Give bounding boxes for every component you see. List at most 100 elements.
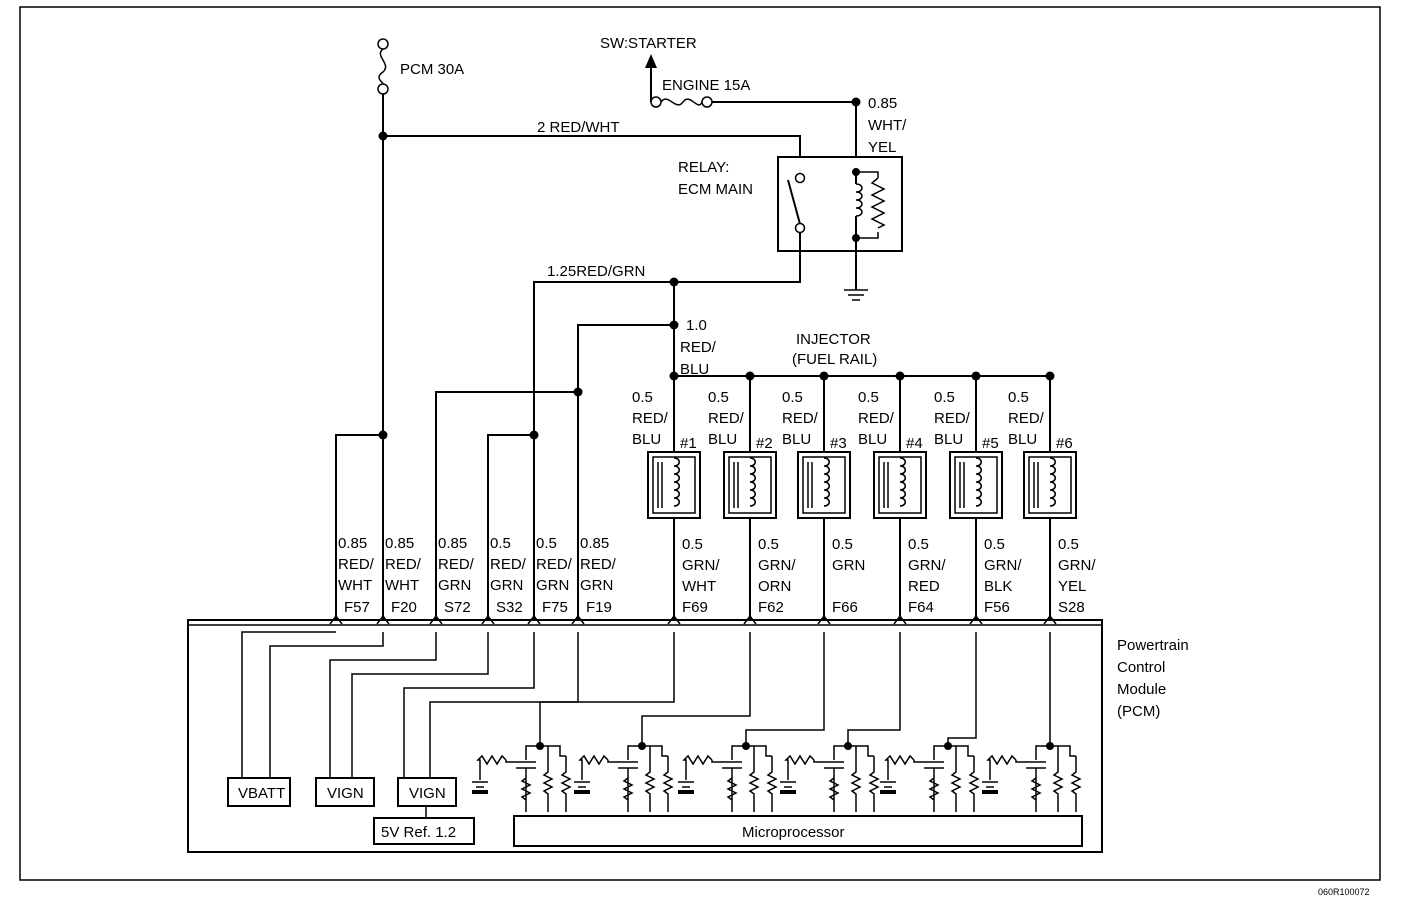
relay-resistor-icon xyxy=(870,177,886,229)
injector-label: INJECTOR (FUEL RAIL) xyxy=(792,331,877,368)
injector-6 xyxy=(1023,451,1077,519)
fuse-engine-label: ENGINE 15A xyxy=(662,77,750,94)
injector-driver-transistor-icon xyxy=(574,745,674,812)
wire-spec-label: BLU xyxy=(858,431,887,448)
wire-spec-label: 0.5 xyxy=(682,536,703,553)
wire-spec-label: BLU xyxy=(632,431,661,448)
wire-spec-label: RED/ xyxy=(438,556,475,573)
wire-125-red-grn xyxy=(533,232,801,620)
wire-spec-label: 0.85 xyxy=(385,535,414,552)
injector-5 xyxy=(949,451,1003,519)
connector-pin-icon xyxy=(743,614,757,625)
pin-label: F57 xyxy=(344,599,370,616)
injector-coil-icon xyxy=(975,457,982,507)
relay-switch-contact xyxy=(787,179,801,225)
wire-spec-label: GRN/ xyxy=(908,557,946,574)
microprocessor-box xyxy=(513,815,1083,847)
injector-driver-transistor-icon xyxy=(780,745,880,812)
injector-id-label: #2 xyxy=(756,435,773,452)
vign-box-2 xyxy=(397,777,457,807)
pin-label: F19 xyxy=(586,599,612,616)
injector-id-label: #5 xyxy=(982,435,999,452)
wire-spec-label: WHT xyxy=(338,577,372,594)
injector-coil-icon xyxy=(749,457,756,507)
microprocessor-label: Microprocessor xyxy=(742,824,845,841)
injector-driver-transistor-icon xyxy=(678,745,778,812)
pin-label: F64 xyxy=(908,599,934,616)
connector-pin-icon xyxy=(817,614,831,625)
wire-spec-label: 0.5 xyxy=(632,389,653,406)
wire-2-red-wht-label: 2 RED/WHT xyxy=(537,119,620,136)
relay-coil-icon xyxy=(855,183,863,217)
injector-driver-transistor-icon xyxy=(472,745,572,812)
wire-spec-label: WHT xyxy=(385,577,419,594)
injector-coil-icon xyxy=(1049,457,1056,507)
ref-label: 5V Ref. 1.2 xyxy=(381,824,456,841)
wire-spec-label: 0.5 xyxy=(934,389,955,406)
doc-code: 060R100072 xyxy=(1318,887,1370,897)
wire-spec-label: GRN xyxy=(580,577,613,594)
wire-spec-label: 0.5 xyxy=(908,536,929,553)
injector-id-label: #4 xyxy=(906,435,923,452)
wire-2-red-wht xyxy=(383,135,801,174)
pcm-label: Powertrain Control Module (PCM) xyxy=(1117,637,1193,720)
injector-coil-icon xyxy=(673,457,680,507)
wire-spec-label: GRN xyxy=(438,577,471,594)
vign-label-2: VIGN xyxy=(409,785,446,802)
wire-spec-label: RED/ xyxy=(632,410,669,427)
wire-spec-label: BLU xyxy=(1008,431,1037,448)
wire-spec-label: 0.85 xyxy=(580,535,609,552)
pin-label: F62 xyxy=(758,599,784,616)
injector-id-label: #6 xyxy=(1056,435,1073,452)
injector-4 xyxy=(873,451,927,519)
relay-label: RELAY: ECM MAIN xyxy=(678,159,753,198)
ground-icon xyxy=(844,289,868,301)
wire-spec-label: 0.5 xyxy=(782,389,803,406)
vbatt-label: VBATT xyxy=(238,785,285,802)
pin-label: S32 xyxy=(496,599,523,616)
connector-pin-icon xyxy=(527,614,541,625)
wire-spec-label: 0.5 xyxy=(984,536,1005,553)
wire-10-red-blu-label: 1.0 RED/ BLU xyxy=(680,317,720,378)
wire-085-wht-yel-label: 0.85 WHT/ YEL xyxy=(868,95,911,156)
wire-spec-label: 0.5 xyxy=(758,536,779,553)
wire-spec-label: BLU xyxy=(934,431,963,448)
relay-ecm-main xyxy=(777,156,903,252)
pin-label: F20 xyxy=(391,599,417,616)
vign-box-1 xyxy=(315,777,375,807)
wire-spec-label: BLU xyxy=(708,431,737,448)
injector-coil-icon xyxy=(899,457,906,507)
wire-spec-label: YEL xyxy=(1058,578,1086,595)
starter-arrow-icon xyxy=(645,54,657,68)
wire-spec-label: RED/ xyxy=(385,556,422,573)
wire-spec-label: GRN/ xyxy=(1058,557,1096,574)
wire-spec-label: BLK xyxy=(984,578,1012,595)
wire-spec-label: 0.85 xyxy=(338,535,367,552)
pcm-box xyxy=(187,619,1103,853)
injector-driver-transistor-icon xyxy=(880,745,980,812)
injector-2 xyxy=(723,451,777,519)
wire-spec-label: GRN xyxy=(832,557,865,574)
wire-spec-label: 0.85 xyxy=(438,535,467,552)
connector-pin-icon xyxy=(571,614,585,625)
wire-125-red-grn-label: 1.25RED/GRN xyxy=(547,263,645,280)
wire-spec-label: RED/ xyxy=(934,410,971,427)
wire-spec-label: WHT xyxy=(682,578,716,595)
connector-pin-icon xyxy=(329,614,343,625)
injector-coil-icon xyxy=(823,457,830,507)
pin-label: F66 xyxy=(832,599,858,616)
vign-label-1: VIGN xyxy=(327,785,364,802)
connector-pin-icon xyxy=(376,614,390,625)
wire-spec-label: BLU xyxy=(782,431,811,448)
wire-spec-label: 0.5 xyxy=(858,389,879,406)
pin-label: S72 xyxy=(444,599,471,616)
wire-spec-label: RED/ xyxy=(782,410,819,427)
wire-spec-label: RED/ xyxy=(580,556,617,573)
injector-3 xyxy=(797,451,851,519)
sw-starter-label: SW:STARTER xyxy=(600,35,697,52)
injector-driver-transistor-icon xyxy=(982,745,1082,812)
wire-spec-label: RED/ xyxy=(490,556,527,573)
wire-spec-label: RED xyxy=(908,578,940,595)
pin-label: F56 xyxy=(984,599,1010,616)
